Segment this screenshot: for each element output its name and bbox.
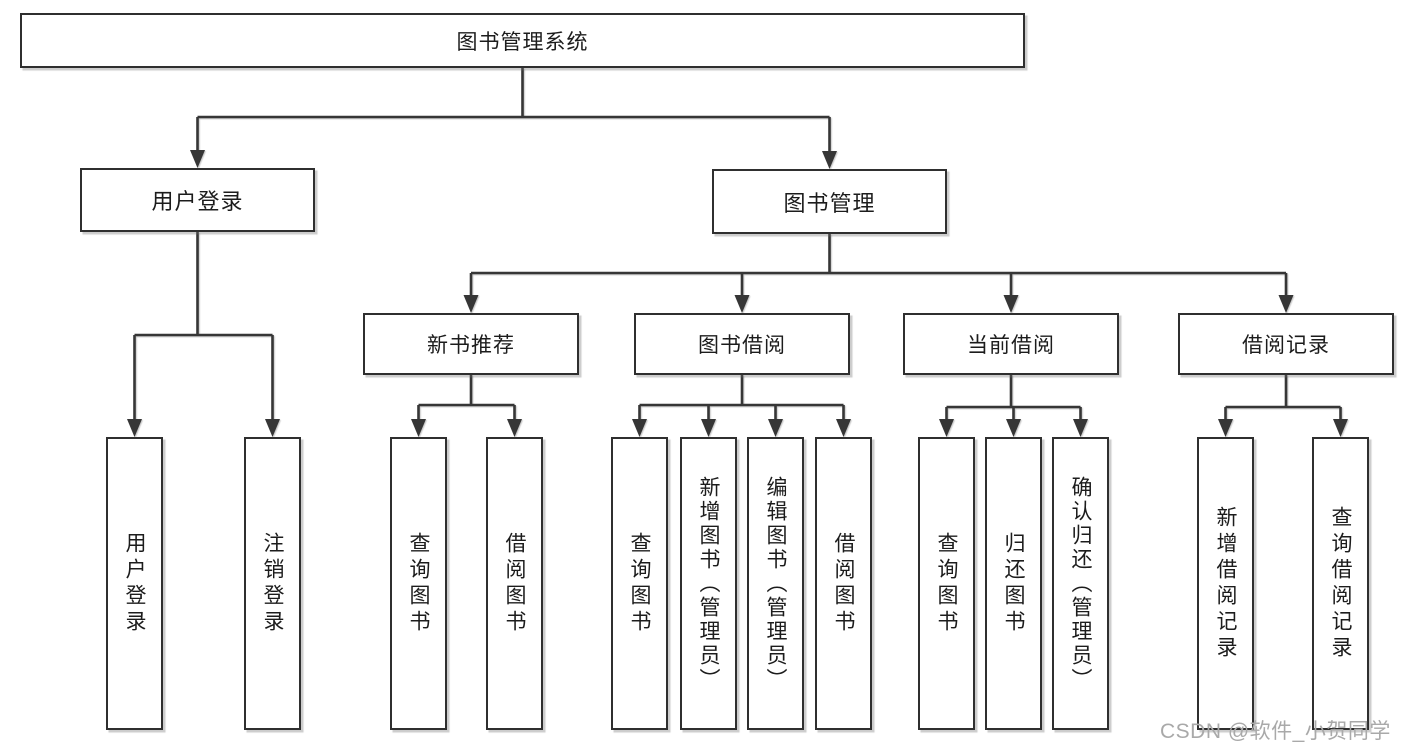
leaf-add-books-admin: 新增图书（管理员）: [680, 437, 737, 730]
node-current-borrow: 当前借阅: [903, 313, 1119, 375]
connector-current-borrow-children: [939, 375, 1088, 437]
connector-root-to-level2: [190, 68, 837, 169]
leaf-edit-books-admin: 编辑图书（管理员）: [747, 437, 804, 730]
leaf-borrow-query-books: 查询图书: [611, 437, 668, 730]
leaf-add-borrow-record: 新增借阅记录: [1197, 437, 1254, 730]
csdn-watermark: CSDN @软件_小贺同学: [1160, 720, 1391, 743]
node-root-system: 图书管理系统: [20, 13, 1025, 68]
node-book-borrow: 图书借阅: [634, 313, 850, 375]
node-book-management: 图书管理: [712, 169, 947, 234]
connector-new-book-children: [411, 375, 522, 437]
leaf-newrec-query-books: 查询图书: [390, 437, 447, 730]
node-new-book-recommend: 新书推荐: [363, 313, 579, 375]
node-borrow-records: 借阅记录: [1178, 313, 1394, 375]
node-user-login: 用户登录: [80, 168, 315, 232]
leaf-query-borrow-record: 查询借阅记录: [1312, 437, 1369, 730]
leaf-return-books: 归还图书: [985, 437, 1042, 730]
connector-borrow-records-children: [1218, 375, 1348, 437]
leaf-borrow-books: 借阅图书: [815, 437, 872, 730]
connector-book-borrow-children: [632, 375, 851, 437]
leaf-logout: 注销登录: [244, 437, 301, 730]
connector-user-login-children: [127, 232, 280, 437]
leaf-newrec-borrow-books: 借阅图书: [486, 437, 543, 730]
leaf-confirm-return-admin: 确认归还（管理员）: [1052, 437, 1109, 730]
leaf-current-query-books: 查询图书: [918, 437, 975, 730]
connector-book-mgmt-to-level3: [463, 234, 1294, 313]
leaf-user-login: 用户登录: [106, 437, 163, 730]
